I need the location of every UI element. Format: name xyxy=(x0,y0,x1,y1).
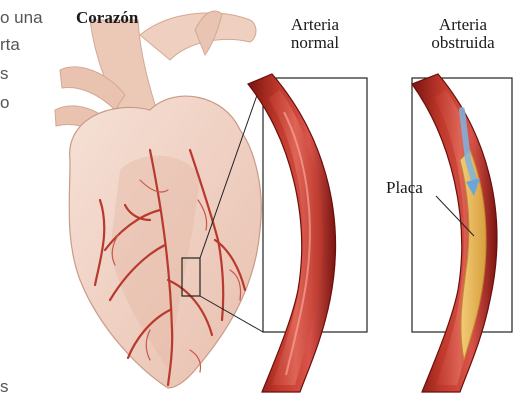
normal-artery-title-line1: Arteria xyxy=(270,16,360,34)
obstructed-artery-panel xyxy=(412,74,512,392)
obstructed-artery-title: Arteria obstruida xyxy=(416,16,510,52)
normal-artery-panel xyxy=(248,74,367,392)
obstructed-artery-title-line2: obstruida xyxy=(416,34,510,52)
obstructed-artery-title-line1: Arteria xyxy=(416,16,510,34)
normal-artery-title: Arteria normal xyxy=(270,16,360,52)
plaque-label: Placa xyxy=(386,178,423,198)
heart-illustration xyxy=(55,11,263,388)
normal-artery-title-line2: normal xyxy=(270,34,360,52)
heart-label: Corazón xyxy=(76,8,138,28)
